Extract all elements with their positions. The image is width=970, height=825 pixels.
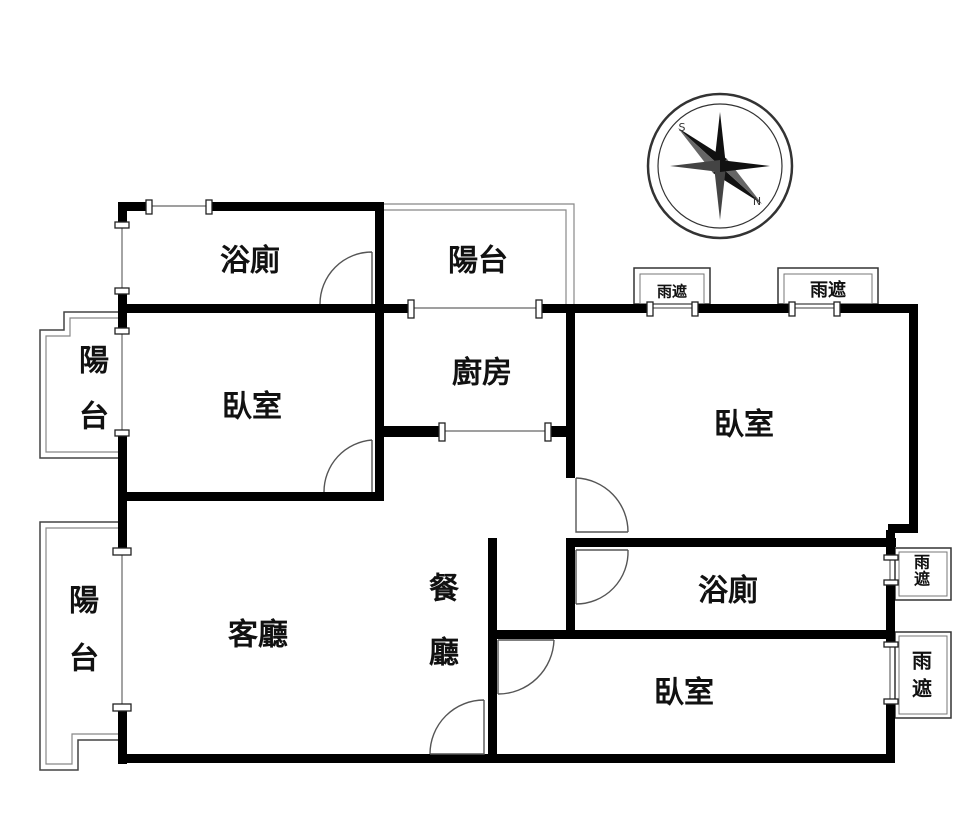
room-label-bedroom-right: 臥室 bbox=[714, 408, 774, 443]
room-label-balcony-left2-top: 陽 bbox=[69, 584, 99, 619]
room-label-kitchen: 廚房 bbox=[452, 356, 512, 391]
awning-3: 雨 遮 bbox=[894, 547, 952, 601]
room-label-balcony-left-top: 陽 bbox=[79, 344, 109, 379]
room-label-bath-right: 浴廁 bbox=[698, 574, 758, 609]
awning-2: 雨遮 bbox=[777, 267, 879, 305]
awning-1: 雨遮 bbox=[633, 267, 711, 305]
awning-label-4-bottom: 遮 bbox=[912, 677, 932, 701]
room-label-bath-top-left: 浴廁 bbox=[220, 244, 280, 279]
awning-label-3-top: 雨 bbox=[914, 553, 930, 572]
room-label-dining-bottom: 廳 bbox=[429, 636, 459, 671]
awning-label-4-top: 雨 bbox=[912, 649, 932, 673]
compass-north-letter: N bbox=[753, 195, 761, 208]
room-labels: 浴廁 陽台 廚房 臥室 臥室 浴廁 臥室 客廳 餐 廳 陽 台 陽 台 bbox=[69, 244, 774, 711]
awning-label-2: 雨遮 bbox=[810, 279, 846, 301]
awning-4: 雨 遮 bbox=[894, 631, 952, 719]
room-label-balcony-left-bottom: 台 bbox=[79, 400, 109, 435]
windows bbox=[112, 199, 899, 712]
balcony-outlines bbox=[39, 203, 575, 771]
room-label-balcony-left2-bottom: 台 bbox=[69, 642, 99, 677]
awning-label-3-bottom: 遮 bbox=[914, 570, 930, 589]
compass-rose-icon: S N bbox=[646, 92, 794, 240]
room-label-balcony-top: 陽台 bbox=[448, 244, 508, 279]
room-label-dining-top: 餐 bbox=[429, 572, 460, 607]
room-label-bedroom-bottom: 臥室 bbox=[654, 676, 714, 711]
doors bbox=[319, 251, 629, 755]
awning-label-1: 雨遮 bbox=[657, 283, 687, 301]
walls bbox=[118, 202, 918, 764]
room-label-living-room: 客廳 bbox=[228, 618, 288, 653]
room-label-bedroom-left: 臥室 bbox=[222, 390, 282, 425]
compass-south-letter: S bbox=[679, 121, 686, 134]
